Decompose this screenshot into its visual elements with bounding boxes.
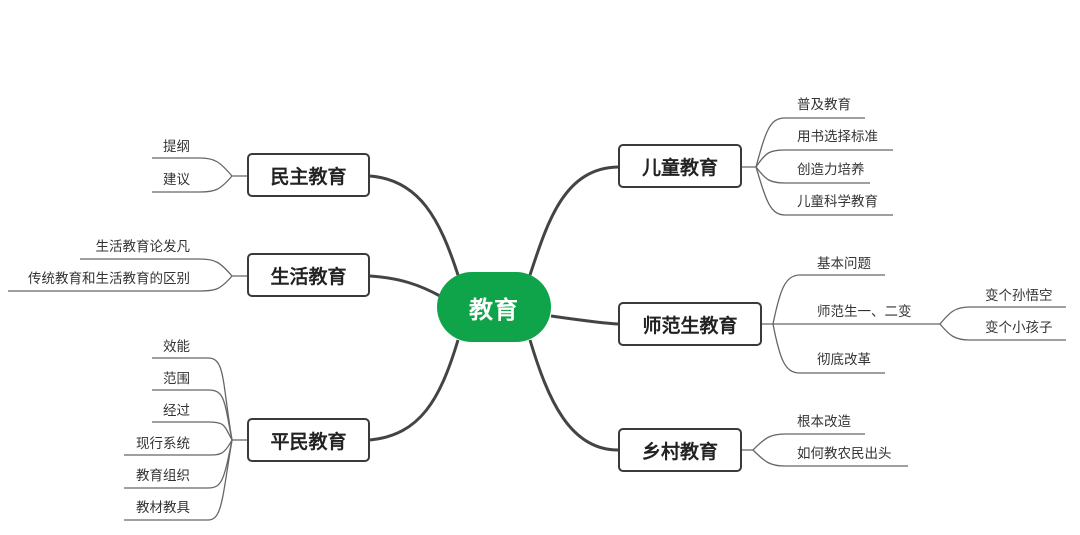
connector-shenghuo bbox=[369, 274, 441, 298]
connector-ertong bbox=[528, 165, 619, 276]
leaf-item[interactable]: 效能 bbox=[163, 339, 190, 355]
branch-xiangcun[interactable]: 乡村教育 bbox=[618, 428, 742, 472]
leaf-item[interactable]: 普及教育 bbox=[797, 97, 851, 113]
leaf-item[interactable]: 提纲 bbox=[163, 139, 190, 155]
leaf-item[interactable]: 如何教农民出头 bbox=[797, 446, 892, 462]
sub-leaf-item[interactable]: 变个孙悟空 bbox=[985, 288, 1053, 304]
branch-minzhu[interactable]: 民主教育 bbox=[247, 153, 370, 197]
leaf-item[interactable]: 传统教育和生活教育的区别 bbox=[28, 271, 190, 287]
leaf-item[interactable]: 师范生一、二变 bbox=[817, 304, 912, 320]
leaf-item[interactable]: 现行系统 bbox=[136, 436, 190, 452]
connector-minzhu bbox=[369, 174, 460, 276]
branch-ertong[interactable]: 儿童教育 bbox=[618, 144, 742, 188]
root-label: 教育 bbox=[469, 295, 519, 324]
leaf-item[interactable]: 用书选择标准 bbox=[797, 129, 878, 145]
connector-xiangcun bbox=[528, 339, 619, 452]
sub-leaf-item[interactable]: 变个小孩子 bbox=[985, 320, 1053, 336]
branch-label: 民主教育 bbox=[270, 165, 347, 188]
leaf-item[interactable]: 教育组织 bbox=[136, 468, 190, 484]
leaf-item[interactable]: 彻底改革 bbox=[817, 352, 871, 368]
connector-shifan bbox=[550, 314, 619, 326]
branch-label: 生活教育 bbox=[270, 265, 347, 288]
root-node[interactable]: 教育 bbox=[437, 272, 551, 342]
leaf-item[interactable]: 根本改造 bbox=[797, 414, 851, 430]
leaf-item[interactable]: 教材教具 bbox=[136, 500, 190, 516]
branch-shifan[interactable]: 师范生教育 bbox=[618, 302, 762, 346]
branch-label: 乡村教育 bbox=[641, 440, 718, 463]
branch-shenghuo[interactable]: 生活教育 bbox=[247, 253, 370, 297]
leaf-item[interactable]: 基本问题 bbox=[817, 256, 871, 272]
leaf-item[interactable]: 建议 bbox=[163, 172, 190, 188]
branch-label: 师范生教育 bbox=[642, 314, 738, 337]
branch-label: 平民教育 bbox=[270, 430, 347, 453]
leaf-item[interactable]: 生活教育论发凡 bbox=[95, 239, 191, 255]
branch-pingmin[interactable]: 平民教育 bbox=[247, 418, 370, 462]
branch-label: 儿童教育 bbox=[641, 156, 718, 179]
leaf-item[interactable]: 范围 bbox=[163, 371, 190, 387]
leaf-item[interactable]: 创造力培养 bbox=[797, 162, 865, 178]
leaf-item[interactable]: 经过 bbox=[163, 403, 190, 419]
leaf-item[interactable]: 儿童科学教育 bbox=[797, 194, 878, 210]
connector-pingmin bbox=[369, 339, 460, 442]
